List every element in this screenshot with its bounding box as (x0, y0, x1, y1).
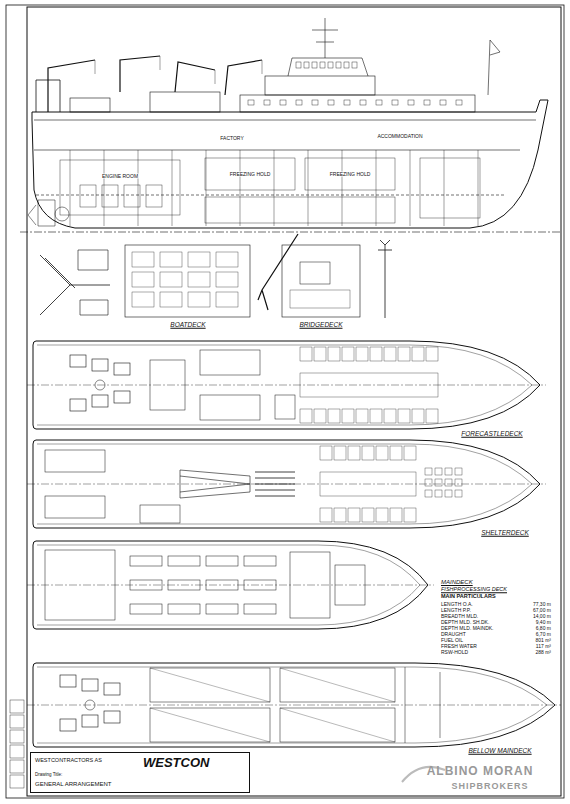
space-name: FACTORY (219, 136, 244, 141)
deck-name: MAINDECK (440, 579, 474, 585)
main-deck-plan (27, 541, 434, 629)
particulars-cell: DRAUGHT (440, 632, 467, 637)
profile-view (20, 18, 562, 232)
particulars-cell: LENGTH O.A. (440, 602, 474, 607)
title-text: WESTCONTRACTORS AS (35, 758, 102, 764)
watermark: ALBINO MORAN (426, 765, 535, 777)
particulars-cell: 77,30 m (532, 602, 552, 607)
particulars-cell: FRESH WATER (440, 644, 478, 649)
particulars-cell: 288 m³ (534, 650, 552, 655)
forecastle-deck-plan (27, 341, 546, 429)
deck-name: FORECASTLEDECK (460, 431, 523, 438)
shelter-deck-plan (27, 440, 546, 528)
deck-name: SHELTERDECK (480, 530, 530, 537)
deck-name: BRIDGEDECK (299, 322, 344, 329)
line-work (6, 5, 564, 798)
deck-name: BELLOW MAINDECK (467, 748, 532, 755)
particulars-cell: RSW-HOLD (440, 650, 469, 655)
deck-name: BOATDECK (169, 322, 206, 329)
space-name: FREEZING HOLD (329, 172, 372, 177)
particulars-cell: FUEL OIL (440, 638, 464, 643)
particulars-cell: 67,00 m (532, 608, 552, 613)
particulars-cell: 6,80 m (535, 626, 552, 631)
particulars-cell: BREADTH MLD. (440, 614, 479, 619)
particulars-cell: 14,00 m (532, 614, 552, 619)
title-text: Drawing Title: (35, 773, 62, 778)
space-name: ENGINE ROOM (101, 174, 139, 179)
particulars-cell: DEPTH MLD. MAINDK. (440, 626, 495, 631)
particulars-cell: 801 m³ (534, 638, 552, 643)
particulars-cell: 9,40 m (535, 620, 552, 625)
below-main-deck-plan (27, 663, 561, 747)
particulars-cell: MAIN PARTICULARS (440, 594, 497, 600)
space-name: FREEZING HOLD (229, 172, 272, 177)
title-text: GENERAL ARRANGEMENT (35, 781, 111, 787)
deck-name: FISHPROCESSING DECK (440, 587, 508, 593)
upper-deck-plans (40, 234, 392, 318)
particulars-cell: DEPTH MLD. SH.DK. (440, 620, 490, 625)
space-name: ACCOMMODATION (376, 134, 423, 139)
watermark: SHIPBROKERS (450, 782, 529, 791)
title-block: WESTCONTRACTORS AS WESTCON Drawing Title: G… (30, 752, 250, 793)
particulars-cell: LENGTH P.P. (440, 608, 472, 613)
company-logo: WESTCON (143, 756, 209, 769)
particulars-cell: 117 m³ (535, 644, 552, 649)
particulars-cell: 6,70 m (535, 632, 552, 637)
